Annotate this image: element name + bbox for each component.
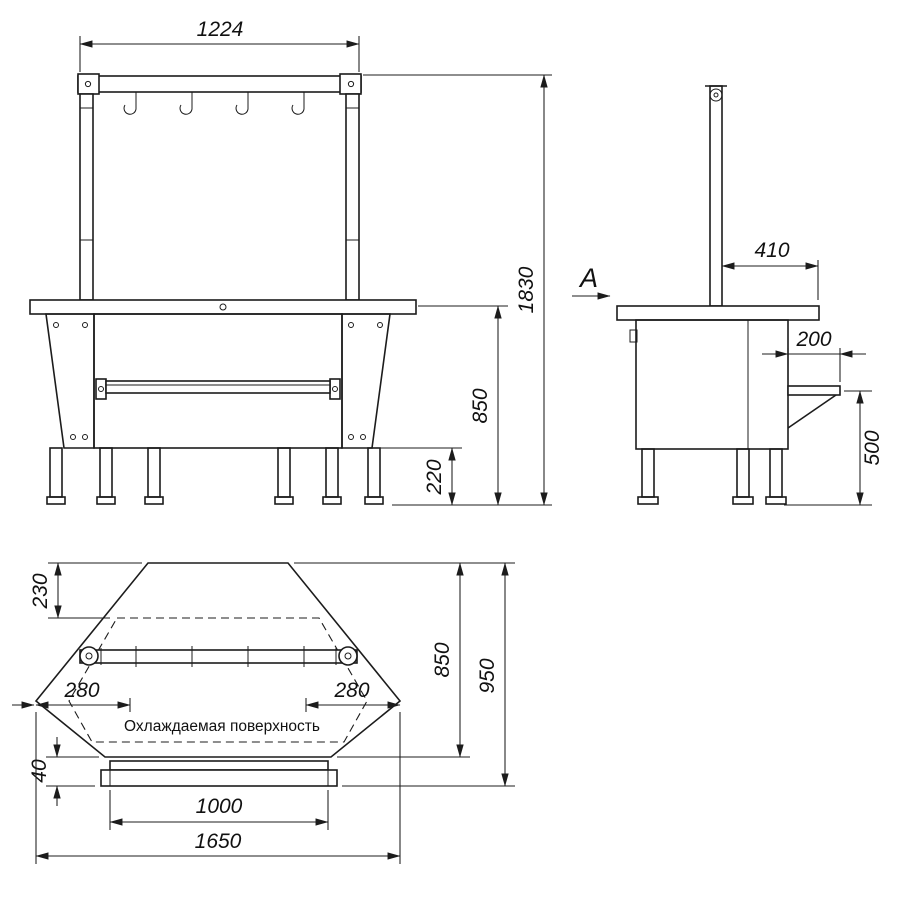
dim-text-top-width: 1224 — [197, 18, 244, 41]
dim-text-post-offset: 410 — [754, 239, 789, 262]
plan-outline — [34, 562, 402, 758]
front-view: 1224 1830 850 220 — [29, 18, 552, 506]
side-legs — [637, 448, 787, 505]
dim-text-leg-height: 220 — [423, 459, 446, 495]
side-body — [629, 319, 789, 450]
dim-text-front-inset: 230 — [29, 573, 52, 609]
dim-text-surface-depth: 850 — [431, 642, 454, 677]
dim-text-total-depth: 950 — [476, 658, 499, 693]
dim-text-shelf-depth: 200 — [795, 328, 831, 351]
bumper-rail — [95, 378, 341, 400]
side-shelf — [787, 385, 841, 429]
dim-total-height: 1830 — [363, 74, 552, 506]
latch-icon — [629, 329, 638, 343]
gantry-top-bar — [77, 73, 362, 95]
cooled-surface-label: Охлаждаемая поверхность — [124, 718, 320, 735]
dim-left-chamfer: 280 — [12, 679, 131, 712]
dim-rail-gap: 40 — [28, 737, 99, 806]
dim-text-right-chamfer: 280 — [333, 679, 369, 702]
body-panels — [45, 313, 391, 449]
plan-hook-bar — [79, 646, 358, 667]
hook-icon — [291, 92, 305, 115]
dim-text-shelf-height: 500 — [861, 430, 884, 465]
side-countertop — [616, 305, 820, 321]
dim-shelf-depth: 200 — [762, 328, 866, 382]
dim-post-offset: 410 — [721, 239, 819, 300]
legs — [46, 447, 384, 505]
dim-text-total-height: 1830 — [515, 266, 538, 313]
side-post — [705, 85, 727, 307]
dim-total-depth: 950 — [342, 562, 515, 787]
side-view: A — [572, 85, 884, 506]
countertop — [29, 299, 417, 315]
dim-shelf-height: 500 — [784, 390, 884, 506]
dim-text-rail-length: 1000 — [196, 795, 243, 818]
dim-counter-height: 850 — [418, 305, 508, 506]
dim-right-chamfer: 280 — [305, 679, 401, 712]
cooled-surface-dashed-outline — [68, 617, 368, 743]
hook-icon — [179, 92, 193, 115]
dim-leg-height: 220 — [374, 447, 462, 506]
hook-icon — [235, 92, 249, 115]
plan-rail — [100, 760, 338, 787]
hooks — [123, 92, 305, 115]
dim-text-counter-height: 850 — [469, 388, 492, 423]
view-direction-label: A — [578, 263, 598, 293]
dim-total-width: 1650 — [35, 712, 401, 864]
hook-icon — [123, 92, 137, 115]
dim-text-rail-gap: 40 — [28, 759, 51, 783]
plan-view: Охлаждаемая поверхность 230 280 280 — [12, 562, 515, 864]
dim-rail-length: 1000 — [109, 790, 329, 830]
view-direction: A — [572, 263, 611, 300]
dim-surface-depth: 850 — [294, 562, 515, 758]
dim-front-inset: 230 — [29, 562, 142, 619]
dim-text-left-chamfer: 280 — [63, 679, 99, 702]
gantry-posts — [79, 93, 360, 301]
dim-top-width: 1224 — [79, 18, 360, 72]
dim-text-total-width: 1650 — [195, 830, 242, 853]
